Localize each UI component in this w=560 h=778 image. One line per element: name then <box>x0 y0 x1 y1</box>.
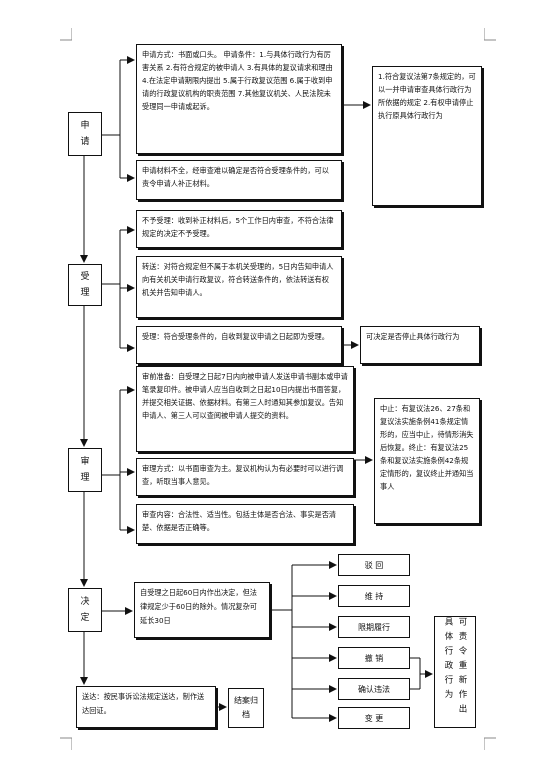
corner-mark-icon <box>60 28 72 41</box>
apply-incomplete-materials: 申请材料不全，经审查难以确定是否符合受理条件的，可以责令申请人补正材料。 <box>136 160 342 200</box>
corner-mark-icon <box>484 737 496 750</box>
outcome-dismiss: 驳 回 <box>338 554 410 576</box>
outcome-confirm-illegal: 确认违法 <box>338 678 410 700</box>
accept-not-accepted: 不予受理：收到补正材料后，5个工作日内审查，不符合法律规定的决定不予受理。 <box>136 210 342 248</box>
accept-accepted: 受理：符合受理条件的，自收到复议申请之日起即为受理。 <box>136 326 342 364</box>
stage-review: 审 理 <box>68 448 102 492</box>
stage-accept-char: 理 <box>80 288 90 298</box>
outcome-uphold: 维 持 <box>338 585 410 607</box>
decide-deadline: 自受理之日起60日内作出决定，但法律规定少于60日的除外。情况复杂可延长30日 <box>134 582 270 638</box>
decide-side-note: 可责令重新作出具体行政行为 <box>434 616 476 728</box>
stage-decide-char: 决 <box>80 597 90 607</box>
review-method: 审理方式：以书面审查为主。复议机构认为有必要时可以进行调查，听取当事人意见。 <box>136 458 354 496</box>
stage-accept: 受 理 <box>68 264 102 306</box>
apply-side-note: 1.符合复议法第7条规定的，可以一并申请审查具体行政行为所依据的规定 2.有权申… <box>372 66 482 206</box>
review-side-note: 中止：有复议法26、27条和复议法实施条例41条规定情形的，应当中止，待情形消失… <box>374 398 480 524</box>
review-preparation: 审前准备：自受理之日起7日内向被申请人发送申请书副本或申请笔录复印件。被申请人应… <box>136 366 354 452</box>
stage-accept-char: 受 <box>80 272 90 282</box>
stage-apply-char: 请 <box>80 137 90 147</box>
stage-review-char: 理 <box>80 473 90 483</box>
stage-review-char: 审 <box>80 457 90 467</box>
stage-decide: 决 定 <box>68 588 102 632</box>
outcome-revoke: 撤 销 <box>338 647 410 669</box>
accept-transfer: 转送：对符合规定但不属于本机关受理的，5日内告知申请人向有关机关申请行政复议，符… <box>136 256 342 318</box>
review-content: 审查内容：合法性、适当性。包括主体是否合法、事实是否清楚、依据是否正确等。 <box>136 504 354 544</box>
stage-apply: 申 请 <box>68 112 102 156</box>
outcome-perform-within-deadline: 限期履行 <box>338 616 410 638</box>
accept-side-note: 可决定是否停止具体行政行为 <box>360 326 480 364</box>
stage-decide-char: 定 <box>80 613 90 623</box>
corner-mark-icon <box>484 28 496 41</box>
apply-method-conditions: 申请方式：书面或口头。 申请条件：1.与具体行政行为有厉害关系 2.有符合规定的… <box>136 44 342 154</box>
stage-apply-char: 申 <box>80 121 90 131</box>
corner-mark-icon <box>60 737 72 750</box>
delivery-note: 送达：按民事诉讼法规定送达，制作送达回证。 <box>76 686 216 728</box>
outcome-modify: 变 更 <box>338 707 410 729</box>
case-closed-archived: 结案归档 <box>228 688 264 728</box>
